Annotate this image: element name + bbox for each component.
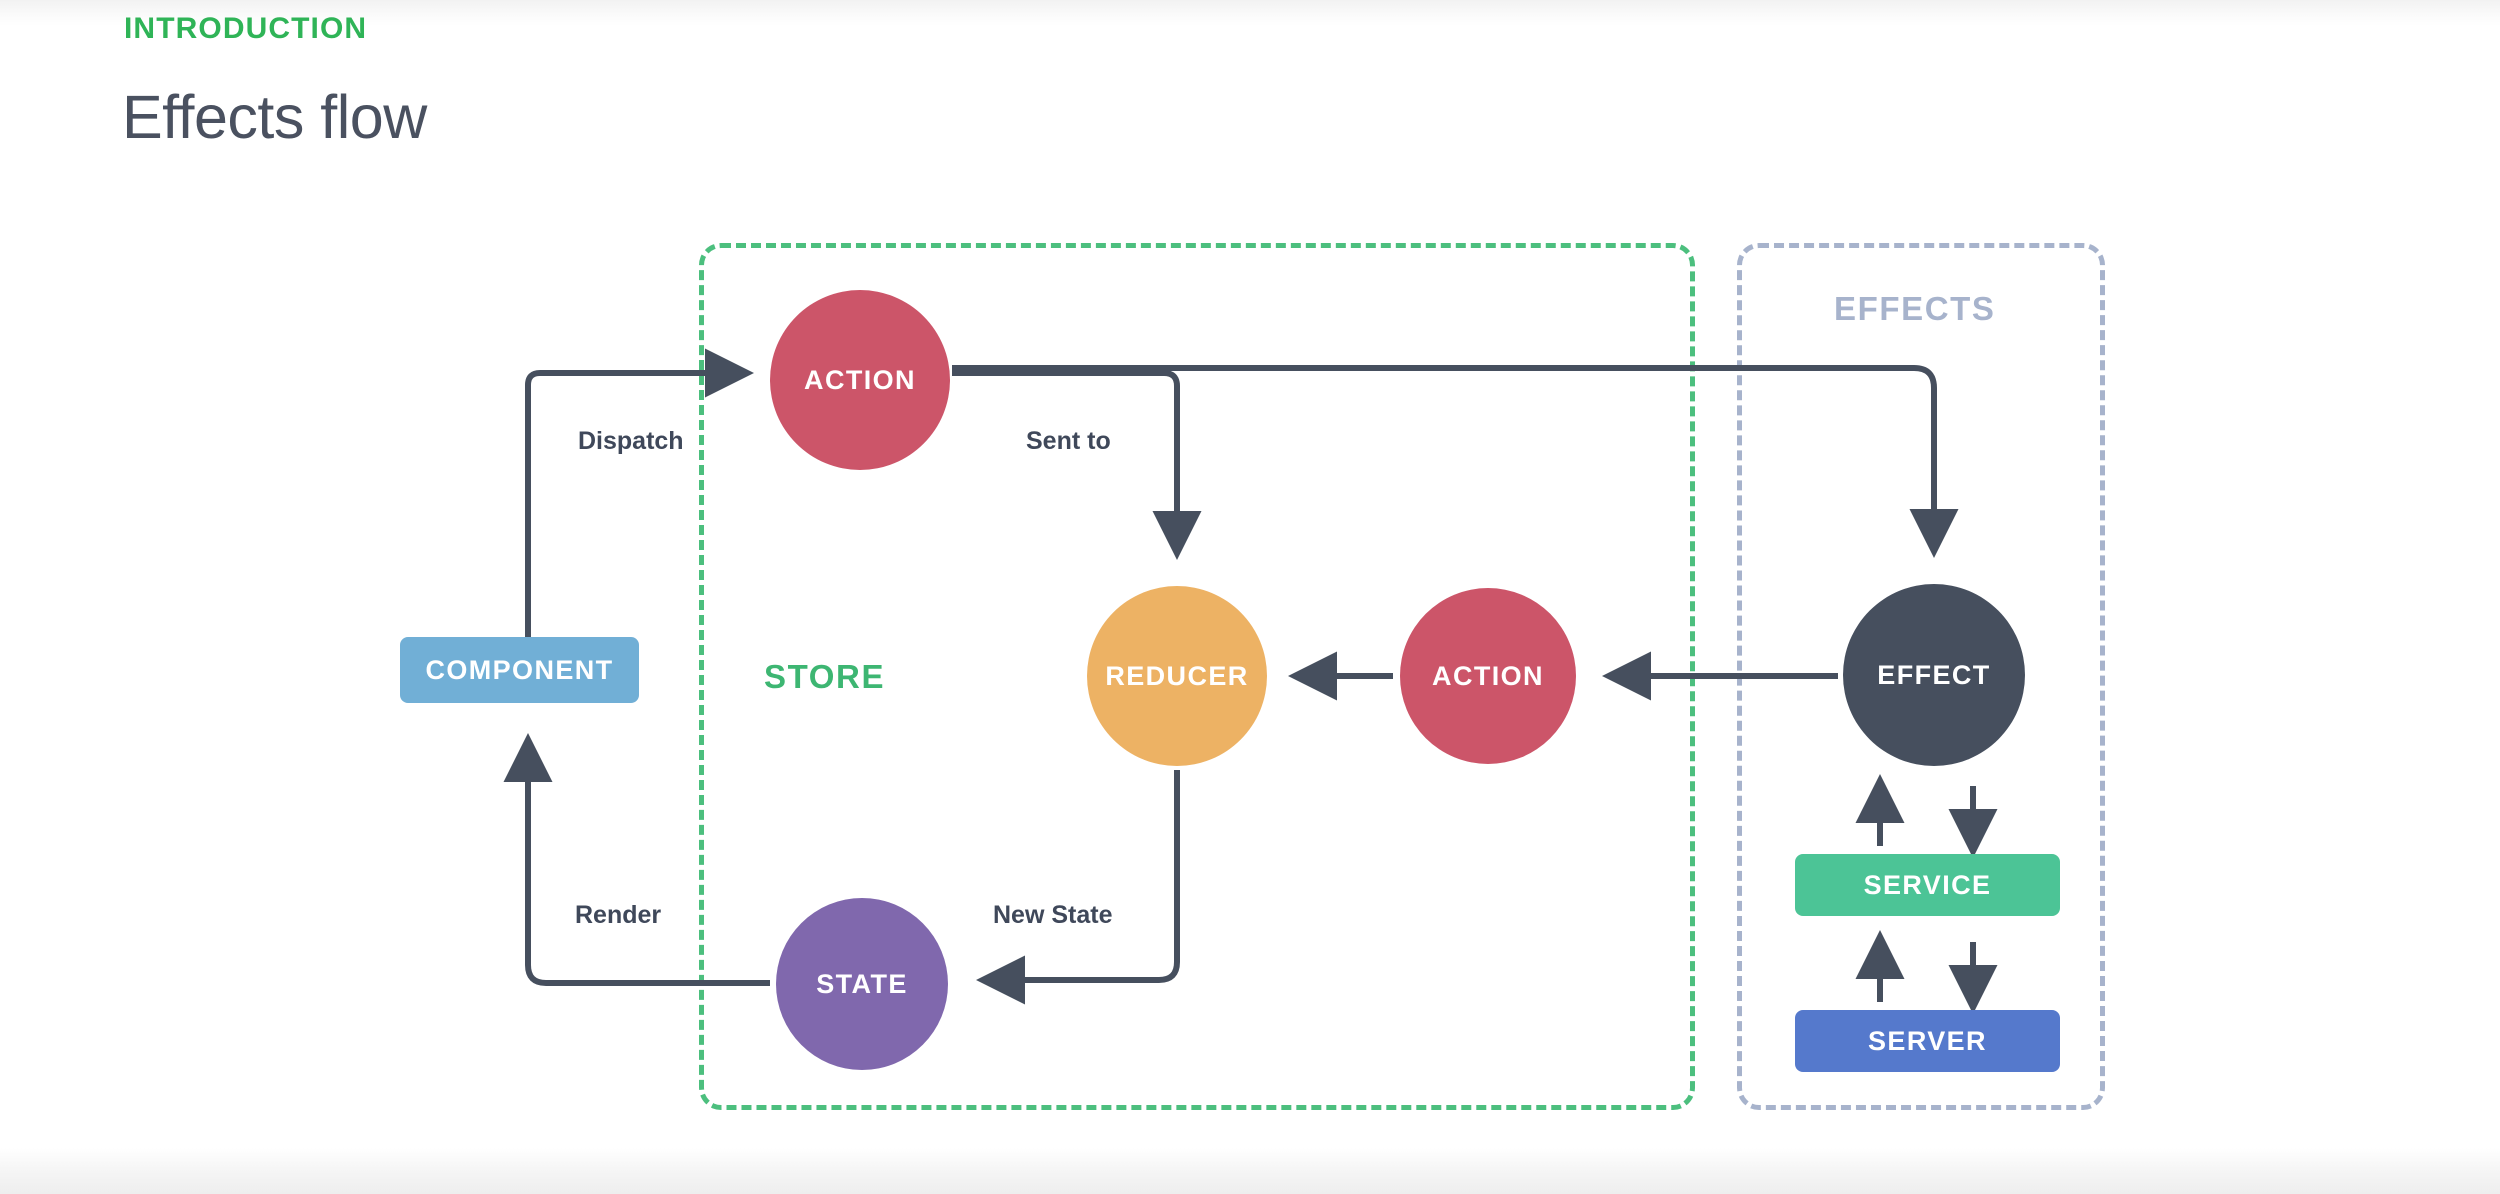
edge-label-sent-to: Sent to bbox=[1026, 427, 1111, 455]
node-effect[interactable]: EFFECT bbox=[1843, 584, 2025, 766]
top-gradient-band bbox=[0, 0, 2500, 26]
node-action-from-effect[interactable]: ACTION bbox=[1400, 588, 1576, 764]
effects-panel-label: EFFECTS bbox=[1834, 290, 1996, 327]
edge-label-dispatch: Dispatch bbox=[578, 427, 684, 455]
bottom-gradient-band bbox=[0, 1148, 2500, 1194]
edge-label-new-state: New State bbox=[993, 901, 1113, 929]
node-action-from-effect-label: ACTION bbox=[1432, 660, 1544, 691]
node-state-label: STATE bbox=[816, 968, 908, 999]
node-component-label: COMPONENT bbox=[425, 654, 614, 685]
page-title: Effects flow bbox=[122, 83, 427, 151]
store-panel-label: STORE bbox=[764, 658, 886, 695]
node-action-dispatched-label: ACTION bbox=[804, 364, 916, 395]
node-server[interactable]: SERVER bbox=[1795, 1010, 2060, 1072]
node-service[interactable]: SERVICE bbox=[1795, 854, 2060, 916]
node-service-label: SERVICE bbox=[1863, 869, 1992, 900]
node-action-dispatched[interactable]: ACTION bbox=[770, 290, 950, 470]
node-server-label: SERVER bbox=[1868, 1025, 1987, 1056]
node-state[interactable]: STATE bbox=[776, 898, 948, 1070]
node-component[interactable]: COMPONENT bbox=[400, 637, 639, 703]
node-reducer-label: REDUCER bbox=[1105, 660, 1249, 691]
node-reducer[interactable]: REDUCER bbox=[1087, 586, 1267, 766]
node-effect-label: EFFECT bbox=[1877, 659, 1991, 690]
slide-eyebrow: INTRODUCTION bbox=[124, 12, 368, 45]
edge-label-render: Render bbox=[575, 901, 662, 929]
